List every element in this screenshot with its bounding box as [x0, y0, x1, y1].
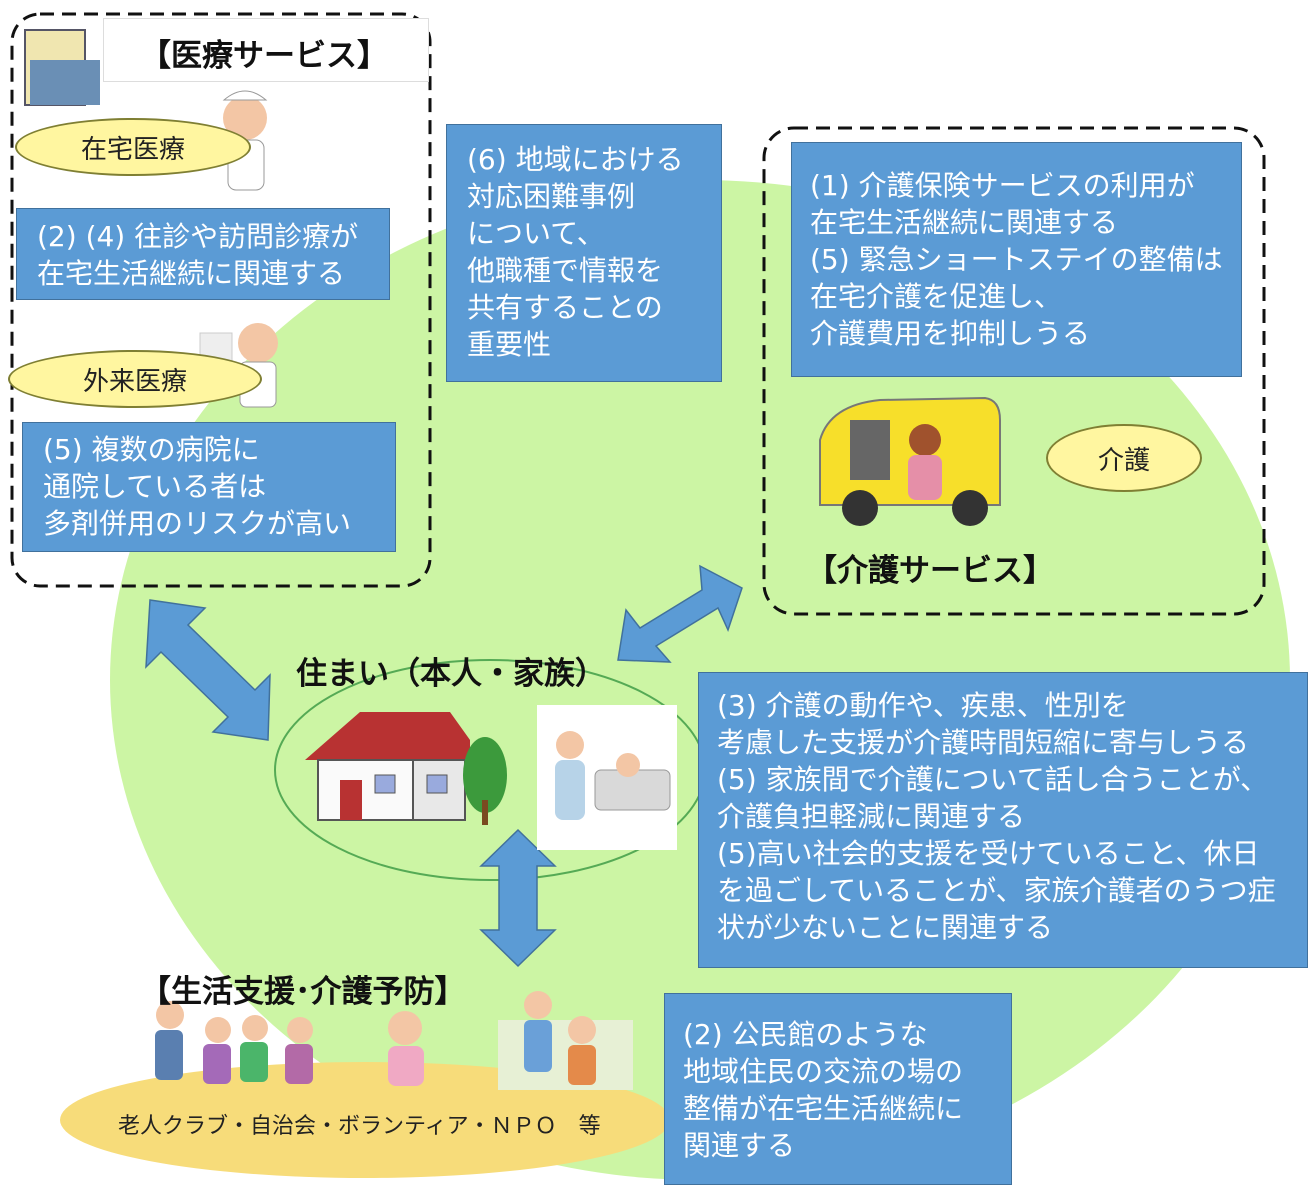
care-service-line: (1) 介護保険サービスの利用が: [810, 169, 1195, 202]
community-center-line: 地域住民の交流の場の: [683, 1055, 964, 1088]
care-service-line: 介護費用を抑制しうる: [810, 317, 1091, 350]
arrow-care-home: [617, 564, 743, 663]
difficult-cases-line: について、: [467, 217, 605, 250]
community-center-line: (2) 公民館のような: [683, 1018, 928, 1051]
difficult-cases-line: 他職種で情報を: [467, 254, 664, 287]
family-care-line: (5) 家族間で介護について話し合うことが、: [717, 763, 1269, 796]
difficult-cases-line: 重要性: [467, 328, 552, 361]
life-support-title: 【生活支援･介護予防】: [140, 974, 466, 1010]
outpatient-label: 外来医療: [8, 350, 262, 408]
family-care-line: 状が少ないことに関連する: [717, 911, 1054, 944]
care-service-title: 【介護サービス】: [806, 553, 1054, 589]
community-center-line: 関連する: [683, 1129, 796, 1162]
home-visit-line: 在宅生活継続に関連する: [37, 257, 346, 290]
difficult-cases-box: (6) 地域における 対応困難事例 について、 他職種で情報を 共有することの …: [446, 124, 722, 382]
family-care-line: (3) 介護の動作や、疾患、性別を: [717, 689, 1129, 722]
arrow-home-community: [479, 828, 557, 968]
care-service-line: 在宅介護を促進し、: [810, 280, 1063, 313]
community-groups-label: 老人クラブ・自治会・ボランティア・ＮＰＯ 等: [118, 1114, 601, 1139]
family-care-line: を過ごしていることが、家族介護者のうつ症: [717, 874, 1276, 907]
home-visit-line: (2) (4) 往診や訪問診療が: [37, 220, 359, 253]
community-center-box: (2) 公民館のような 地域住民の交流の場の 整備が在宅生活継続に 関連する: [664, 993, 1012, 1185]
multi-hospital-line: 通院している者は: [43, 470, 267, 503]
medical-region: [10, 12, 432, 588]
difficult-cases-line: (6) 地域における: [467, 143, 684, 176]
multi-hospital-line: 多剤併用のリスクが高い: [43, 507, 352, 540]
care-service-line: (5) 緊急ショートステイの整備は: [810, 243, 1223, 276]
difficult-cases-line: 対応困難事例: [467, 180, 636, 213]
care-scene-illustration: [537, 705, 677, 850]
care-service-box: (1) 介護保険サービスの利用が 在宅生活継続に関連する (5) 緊急ショートス…: [791, 142, 1242, 377]
bed-illustration: [24, 29, 100, 106]
difficult-cases-line: 共有することの: [467, 291, 663, 324]
family-care-line: 介護負担軽減に関連する: [717, 800, 1026, 833]
family-care-line: (5)高い社会的支援を受けていること、休日: [717, 837, 1260, 870]
multi-hospital-line: (5) 複数の病院に: [43, 433, 260, 466]
home-title: 住まい（本人・家族）: [296, 656, 606, 692]
house-icon: [305, 712, 507, 825]
family-care-box: (3) 介護の動作や、疾患、性別を 考慮した支援が介護時間短縮に寄与しうる (5…: [698, 672, 1308, 968]
medical-title-bg: [103, 18, 429, 82]
van-illustration: [819, 396, 1001, 526]
arrow-medical-home: [145, 599, 271, 741]
community-people-illustration: [155, 991, 633, 1090]
family-care-line: 考慮した支援が介護時間短縮に寄与しうる: [717, 726, 1250, 759]
community-ground-ellipse: [60, 1062, 670, 1178]
home-care-label: 在宅医療: [15, 118, 251, 176]
multi-hospital-box: (5) 複数の病院に 通院している者は 多剤併用のリスクが高い: [22, 422, 396, 552]
care-region: [762, 126, 1266, 616]
medical-service-title: 【医療サービス】: [140, 38, 388, 74]
home-visit-box: (2) (4) 往診や訪問診療が 在宅生活継続に関連する: [16, 208, 390, 300]
care-service-line: 在宅生活継続に関連する: [810, 206, 1119, 239]
community-center-line: 整備が在宅生活継続に: [683, 1092, 964, 1125]
care-label: 介護: [1046, 424, 1202, 492]
